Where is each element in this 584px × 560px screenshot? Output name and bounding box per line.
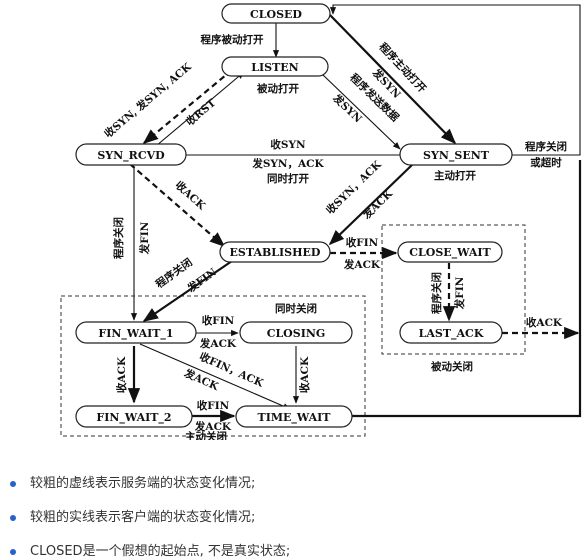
edge-established-finwait1 [142, 260, 233, 322]
edge-finwait1-timewait [139, 343, 291, 410]
state-fin-wait-1-label: FIN_WAIT_1 [98, 327, 173, 341]
label-closing-timewait: 收ACK [298, 356, 311, 393]
label-synsent-active: 主动打开 [434, 169, 476, 182]
state-closing: CLOSING [239, 321, 353, 344]
edge-listen-synrcvd [142, 69, 233, 144]
state-syn-sent: SYN_SENT [399, 143, 513, 166]
state-established-label: ESTABLISHED [230, 246, 321, 259]
state-closed-label: CLOSED [250, 8, 302, 21]
label-synsent-synrcvd-1: 收SYN [270, 138, 306, 151]
label-synsent-synrcvd-3: 同时打开 [267, 172, 309, 185]
label-lastack-recv: 收ACK [526, 316, 563, 329]
state-time-wait: TIME_WAIT [235, 405, 353, 428]
label-synsent-closed-2: 或超时 [530, 156, 562, 169]
state-close-wait-label: CLOSE_WAIT [409, 246, 491, 260]
label-synrcvd-listen-rst: 收RST [183, 96, 218, 128]
region-active-close-label: 主动关闭 [185, 430, 227, 440]
note-item: CLOSED是一个假想的起始点, 不是真实状态; [10, 540, 290, 559]
state-listen-label: LISTEN [251, 61, 298, 74]
active-close-region [60, 295, 366, 437]
label-established-closewait-1: 收FIN [346, 236, 379, 249]
state-closed: CLOSED [221, 3, 331, 24]
label-synrcvd-finwait1-1: 程序关闭 [112, 217, 125, 259]
label-finwait2-timewait-2: 发ACK [194, 420, 232, 433]
edge-closed-synsent [329, 14, 457, 145]
note-text: 较粗的虚线表示服务端的状态变化情况; [30, 476, 256, 491]
state-fin-wait-2-label: FIN_WAIT_2 [96, 411, 171, 425]
edge-synsent-closed [329, 4, 581, 156]
note-item: 较粗的实线表示客户端的状态变化情况; [10, 506, 255, 525]
bullet-icon [10, 514, 16, 521]
edge-synrcvd-established [129, 163, 226, 248]
label-listen-passive: 被动打开 [257, 82, 299, 95]
region-passive-close-label: 被动关闭 [431, 360, 473, 373]
label-finwait2-timewait-1: 收FIN [197, 399, 230, 412]
edge-listen-synsent [321, 73, 401, 150]
state-fin-wait-2: FIN_WAIT_2 [75, 405, 193, 428]
note-text: CLOSED是一个假想的起始点, 不是真实状态; [30, 544, 291, 559]
label-synsent-synrcvd-2: 发SYN，ACK [251, 157, 324, 170]
state-closing-label: CLOSING [267, 327, 326, 340]
state-syn-rcvd: SYN_RCVD [75, 143, 187, 166]
state-syn-rcvd-label: SYN_RCVD [97, 149, 165, 163]
bullet-icon [10, 480, 16, 487]
edge-timewait-closed [352, 160, 582, 418]
label-synrcvd-established: 收ACK [173, 178, 209, 212]
edge-synrcvd-listen-rst [155, 71, 245, 147]
state-close-wait: CLOSE_WAIT [397, 241, 503, 263]
label-synrcvd-finwait1-2: 发FIN [138, 221, 151, 255]
state-last-ack-label: LAST_ACK [419, 327, 484, 341]
label-synsent-closed-1: 程序关闭 [525, 140, 567, 153]
label-finwait1-finwait2: 收ACK [115, 356, 128, 393]
state-established: ESTABLISHED [219, 241, 331, 263]
bullet-icon [10, 548, 16, 555]
label-established-closewait-2: 发ACK [343, 258, 381, 271]
label-finwait1-closing-2: 发ACK [199, 337, 237, 350]
tcp-state-diagram: CLOSED LISTEN SYN_RCVD SYN_SENT ESTABLIS… [60, 3, 582, 440]
note-text: 较粗的实线表示客户端的状态变化情况; [30, 510, 256, 525]
passive-close-region [381, 224, 526, 355]
state-last-ack: LAST_ACK [399, 321, 503, 344]
label-closewait-lastack-1: 程序关闭 [430, 272, 443, 314]
label-closewait-lastack-2: 发FIN [453, 276, 466, 310]
label-closed-listen: 程序被动打开 [201, 33, 264, 46]
label-finwait1-closing-1: 收FIN [202, 314, 235, 327]
label-listen-synrcvd: 收SYN, 发SYN, ACK [102, 60, 195, 141]
state-listen: LISTEN [221, 56, 329, 77]
note-item: 较粗的虚线表示服务端的状态变化情况; [10, 472, 255, 491]
label-listen-synsent-2: 发SYN [330, 91, 365, 126]
label-synsent-established-2: 发ACK [359, 187, 395, 223]
state-syn-sent-label: SYN_SENT [423, 149, 490, 163]
state-time-wait-label: TIME_WAIT [258, 411, 332, 425]
state-fin-wait-1: FIN_WAIT_1 [75, 321, 197, 344]
region-simultaneous-close-label: 同时关闭 [275, 302, 317, 315]
edge-synsent-established [328, 164, 413, 246]
